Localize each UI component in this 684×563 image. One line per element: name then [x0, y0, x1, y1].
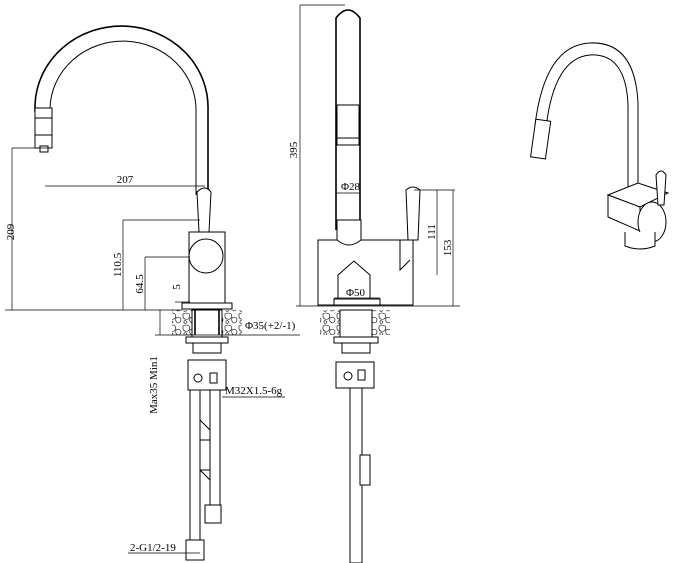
handle-lever — [655, 170, 667, 206]
dim-handle-top: 111 — [426, 224, 438, 240]
dim-counter-thickness: Max35 Min1 — [148, 356, 160, 414]
dim-hole-diameter: Φ35(+2/-1) — [245, 320, 296, 332]
perspective-view — [529, 42, 670, 250]
spray-head — [336, 104, 360, 146]
front-view: 395 Φ28 111 153 Φ50 — [288, 4, 460, 563]
handle-lever — [196, 187, 212, 233]
handle-knob — [188, 238, 224, 274]
dim-handle-height: 110.5 — [112, 252, 124, 277]
spray-head — [34, 107, 53, 149]
dim-base-diameter: Φ50 — [346, 287, 366, 299]
supply-hoses — [185, 359, 227, 561]
side-dimensions: 209 207 110.5 64.5 5 Φ35(+2/-1) Max35 Mi… — [5, 147, 300, 554]
spray-head — [529, 118, 552, 160]
base-plate — [181, 302, 233, 310]
dim-thread: M32X1.5-6g — [225, 385, 283, 397]
handle-lever — [405, 186, 421, 241]
dim-handle-total: 153 — [442, 239, 454, 256]
dim-hose-connection: 2-G1/2-19 — [130, 542, 176, 554]
dim-spout-height: 209 — [5, 223, 17, 240]
dim-base: 5 — [171, 284, 183, 290]
side-view: 209 207 110.5 64.5 5 Φ35(+2/-1) Max35 Mi… — [5, 25, 300, 561]
front-dimensions: 395 Φ28 111 153 Φ50 — [288, 4, 460, 307]
spout — [34, 25, 233, 310]
dim-pipe-diameter: Φ28 — [341, 181, 361, 193]
dim-reach: 207 — [117, 174, 134, 186]
dim-handle-center: 64.5 — [134, 274, 146, 294]
dim-total-height: 395 — [288, 141, 300, 158]
countertop-section — [172, 309, 242, 354]
faucet-body — [317, 239, 414, 306]
